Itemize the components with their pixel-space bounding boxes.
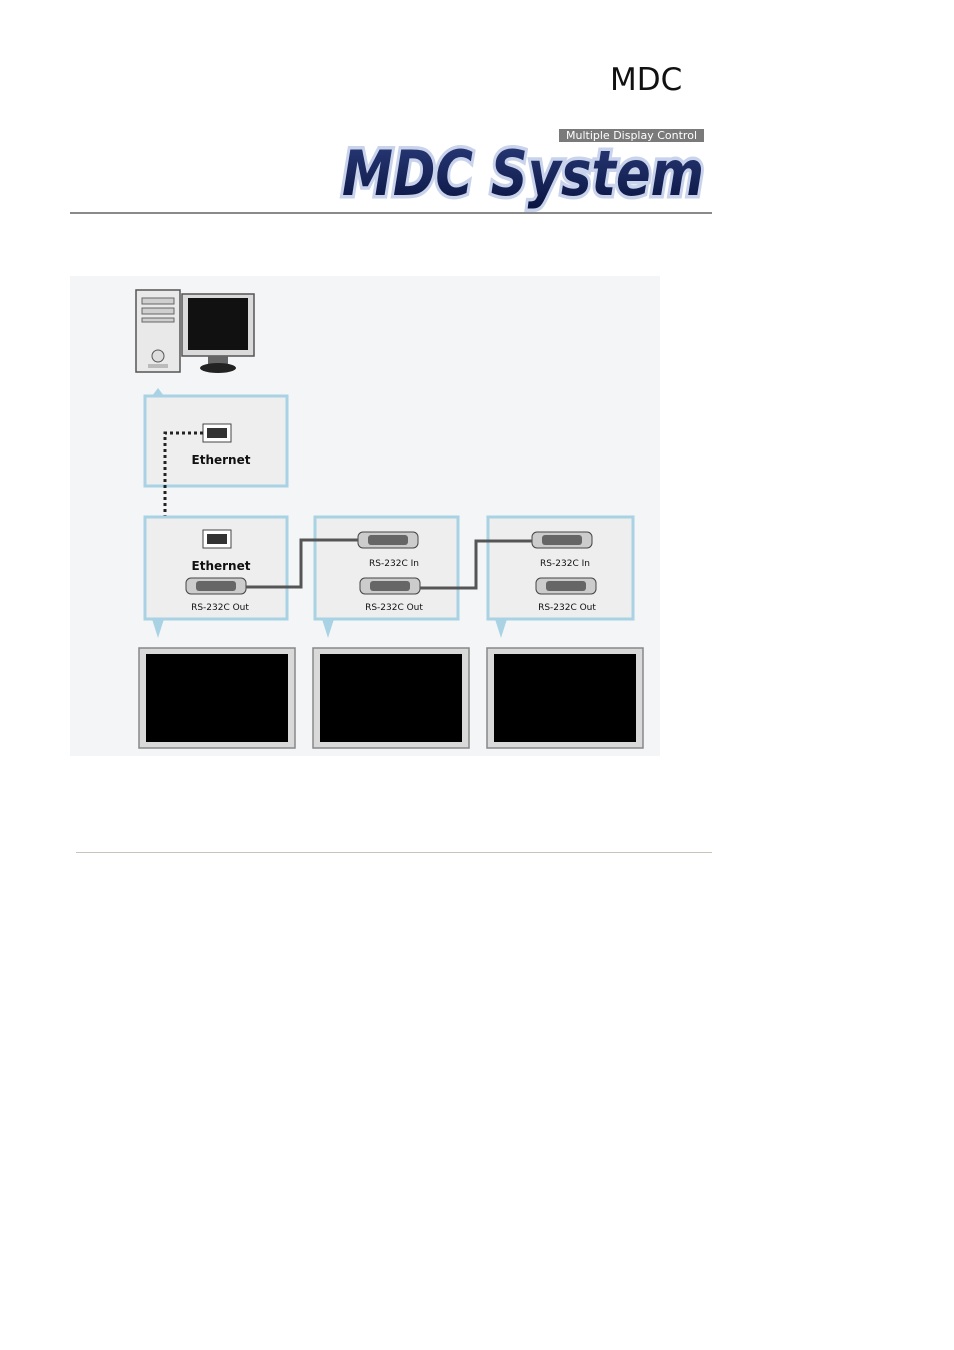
rs232c-cable-2-to-3	[420, 539, 532, 590]
logo-main-text: MDC System	[342, 137, 704, 210]
display1-ethernet-label: Ethernet	[192, 559, 251, 573]
display1-ethernet-port-icon	[202, 529, 232, 549]
header-divider	[70, 212, 712, 214]
pc-ethernet-port-icon	[202, 423, 232, 443]
display3-screen	[486, 647, 644, 749]
display2-rs232c-in-label: RS-232C In	[369, 559, 419, 569]
logo-subtitle: Multiple Display Control	[559, 129, 704, 142]
pc-monitor-icon	[181, 293, 255, 373]
rs232c-cable-1-to-2	[246, 538, 358, 589]
pc-ethernet-label: Ethernet	[192, 453, 251, 467]
display3-rs232c-in-port-icon	[531, 531, 593, 549]
display3-rs232c-in-label: RS-232C In	[540, 559, 590, 569]
pc-tower-icon	[135, 289, 181, 373]
display3-rs232c-out-port-icon	[535, 577, 597, 595]
display2-rs232c-out-label: RS-232C Out	[365, 603, 423, 613]
mdc-system-logo: MDC System MDC System	[339, 134, 708, 214]
footer-divider	[76, 852, 712, 853]
display1-rs232c-out-label: RS-232C Out	[191, 603, 249, 613]
logo-main-text-shadow: MDC System	[342, 137, 704, 210]
display2-rs232c-out-port-icon	[359, 577, 421, 595]
mdc-connection-diagram: Ethernet Ethernet RS-232C Out RS-232C In…	[70, 276, 660, 756]
display1-screen	[138, 647, 296, 749]
page-header-title: MDC	[610, 62, 683, 98]
display3-rs232c-out-label: RS-232C Out	[538, 603, 596, 613]
display2-screen	[312, 647, 470, 749]
display2-rs232c-in-port-icon	[357, 531, 419, 549]
display1-rs232c-out-port-icon	[185, 577, 247, 595]
